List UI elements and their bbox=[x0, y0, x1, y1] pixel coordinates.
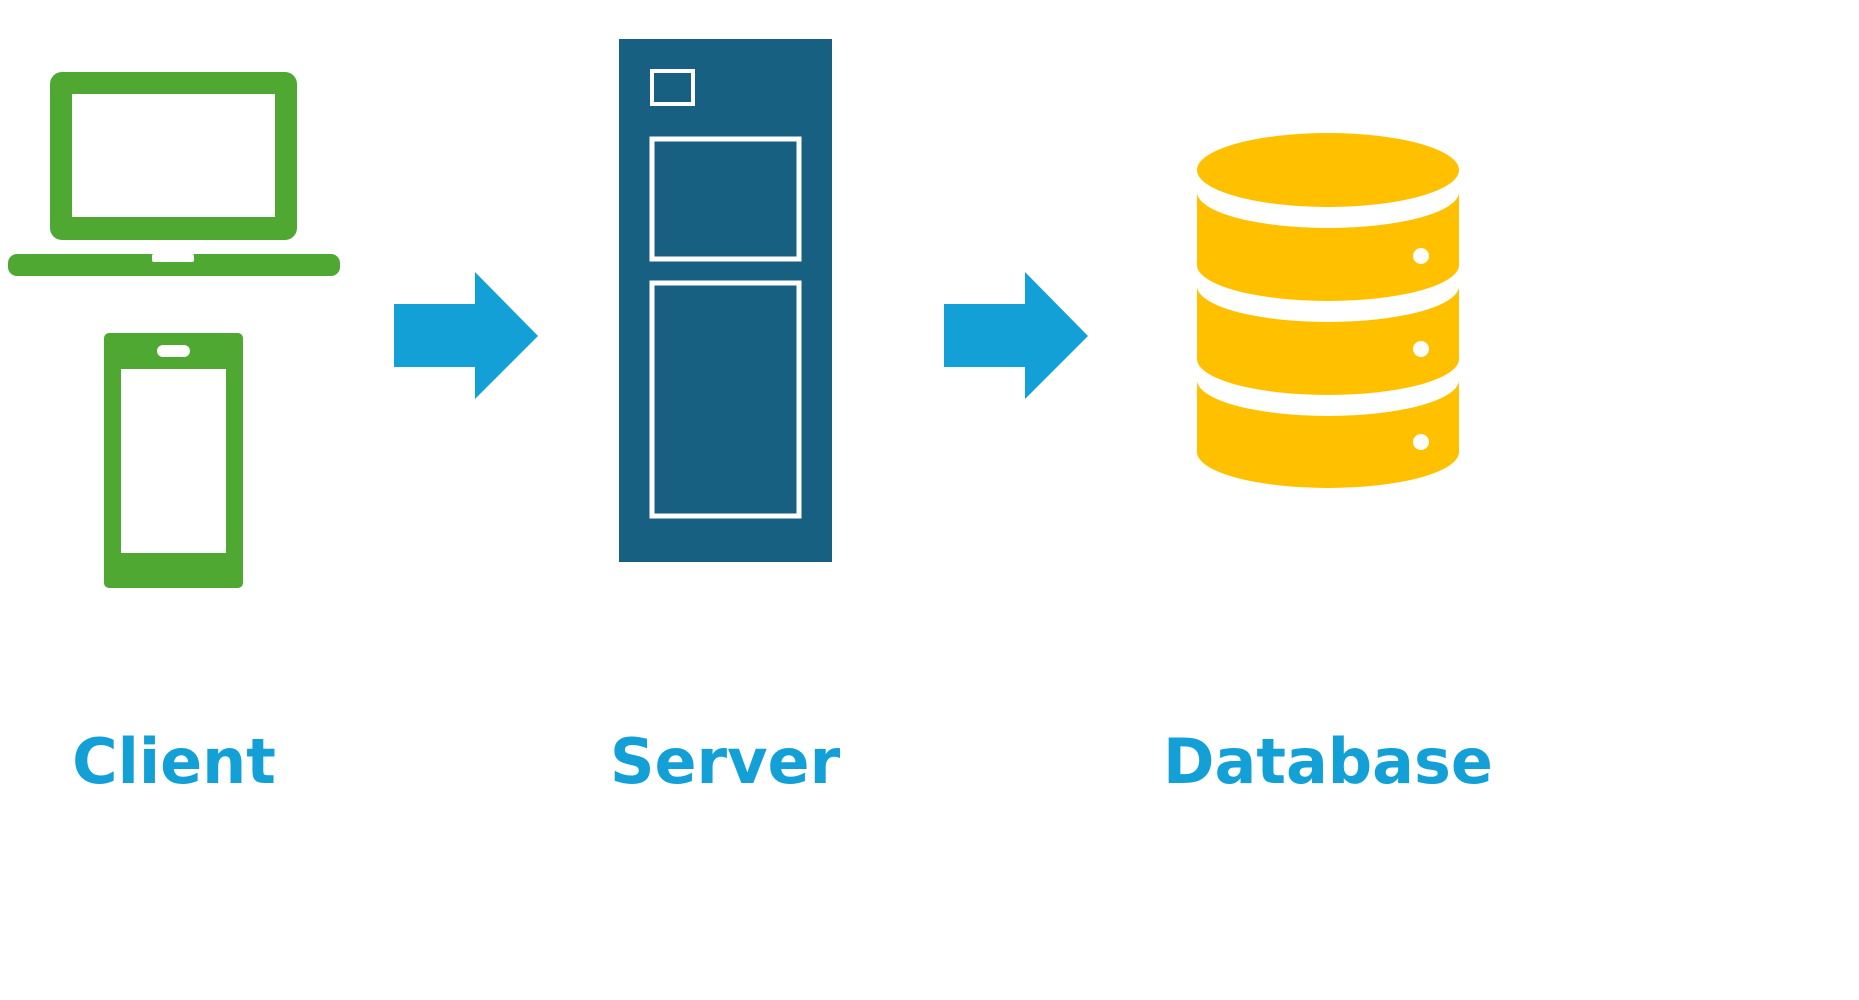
server-tower-icon bbox=[619, 39, 832, 562]
database-icon bbox=[1197, 133, 1459, 488]
smartphone-icon bbox=[104, 333, 243, 588]
client-label: Client bbox=[72, 725, 276, 798]
arrow-server-to-database bbox=[944, 272, 1088, 399]
arrow-client-to-server bbox=[394, 272, 538, 399]
server-label: Server bbox=[610, 725, 841, 798]
client-server-database-diagram: Client Server Database bbox=[8, 39, 1493, 798]
laptop-icon bbox=[8, 72, 340, 276]
database-label: Database bbox=[1163, 725, 1493, 798]
